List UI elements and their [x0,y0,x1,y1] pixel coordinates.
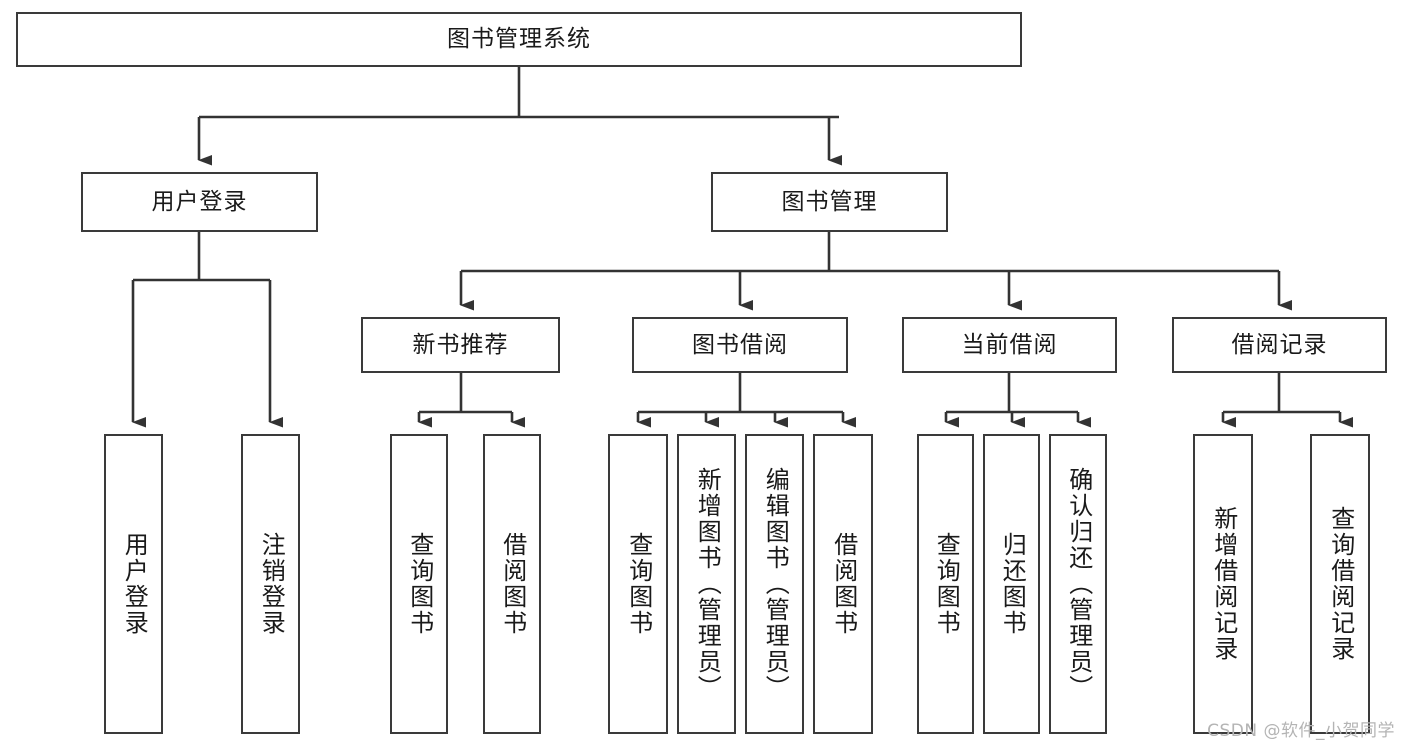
leaf-user-login[interactable]: 用户登录 [104,434,163,734]
leaf-user-login-label: 用户登录 [120,532,149,636]
node-borrow-record[interactable]: 借阅记录 [1172,317,1387,373]
leaf-query-borrow-record-label: 查询借阅记录 [1326,506,1355,662]
leaf-query-book-borrow[interactable]: 查询图书 [608,434,668,734]
leaf-borrow-book-new[interactable]: 借阅图书 [483,434,541,734]
leaf-borrow-book-label: 借阅图书 [829,532,858,636]
node-root-label: 图书管理系统 [447,26,591,53]
leaf-return-book-label: 归还图书 [998,532,1027,636]
leaf-add-book-admin[interactable]: 新增图书（管理员） [677,434,736,734]
leaf-query-borrow-record[interactable]: 查询借阅记录 [1310,434,1370,734]
leaf-query-book-borrow-label: 查询图书 [624,532,653,636]
watermark-text: CSDN @软件_小贺同学 [1207,721,1395,741]
node-user-login-label: 用户登录 [151,188,248,215]
node-current-borrow[interactable]: 当前借阅 [902,317,1117,373]
leaf-add-borrow-record[interactable]: 新增借阅记录 [1193,434,1253,734]
leaf-add-borrow-record-label: 新增借阅记录 [1209,506,1238,662]
leaf-add-book-admin-label: 新增图书（管理员） [693,467,722,701]
node-current-borrow-label: 当前借阅 [961,331,1058,358]
leaf-edit-book-admin-label: 编辑图书（管理员） [761,467,790,701]
leaf-query-book-new-label: 查询图书 [405,532,434,636]
leaf-return-book[interactable]: 归还图书 [983,434,1040,734]
leaf-logout[interactable]: 注销登录 [241,434,300,734]
leaf-confirm-return-admin[interactable]: 确认归还（管理员） [1049,434,1107,734]
node-book-borrow[interactable]: 图书借阅 [632,317,848,373]
node-book-borrow-label: 图书借阅 [692,331,788,358]
leaf-query-book-new[interactable]: 查询图书 [390,434,448,734]
leaf-query-book-current-label: 查询图书 [932,532,961,636]
node-new-book-recommend-label: 新书推荐 [412,331,509,358]
leaf-borrow-book[interactable]: 借阅图书 [813,434,873,734]
node-book-management-label: 图书管理 [781,188,878,215]
leaf-query-book-current[interactable]: 查询图书 [917,434,974,734]
leaf-borrow-book-new-label: 借阅图书 [498,532,527,636]
node-user-login[interactable]: 用户登录 [81,172,318,232]
leaf-logout-label: 注销登录 [257,532,286,636]
node-root[interactable]: 图书管理系统 [16,12,1022,67]
node-borrow-record-label: 借阅记录 [1231,331,1328,358]
node-new-book-recommend[interactable]: 新书推荐 [361,317,560,373]
node-book-management[interactable]: 图书管理 [711,172,948,232]
leaf-edit-book-admin[interactable]: 编辑图书（管理员） [745,434,804,734]
leaf-confirm-return-admin-label: 确认归还（管理员） [1064,467,1093,701]
